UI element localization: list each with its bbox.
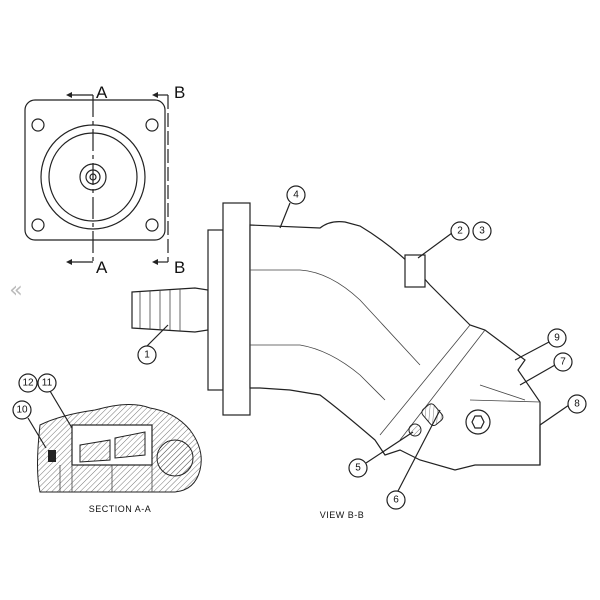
callout-2: 2 <box>450 221 470 241</box>
motor-view-b-b: VIEW B-B <box>131 202 541 520</box>
section-marker-a-top: A <box>96 83 108 102</box>
previous-image-button[interactable]: « <box>6 278 26 304</box>
svg-text:3: 3 <box>479 226 485 237</box>
callout-1: 1 <box>137 345 157 365</box>
callout-5: 5 <box>348 458 368 478</box>
svg-text:9: 9 <box>554 333 560 344</box>
section-caption: SECTION A-A <box>89 504 152 514</box>
callout-12: 12 <box>18 373 38 393</box>
view-caption: VIEW B-B <box>320 510 365 520</box>
svg-text:7: 7 <box>560 357 566 368</box>
svg-text:2: 2 <box>457 226 463 237</box>
callout-9: 9 <box>547 328 567 348</box>
svg-text:1: 1 <box>144 350 150 361</box>
svg-text:4: 4 <box>293 190 299 201</box>
svg-text:12: 12 <box>22 378 34 389</box>
callout-4: 4 <box>286 185 306 205</box>
callout-7: 7 <box>553 352 573 372</box>
svg-text:5: 5 <box>355 463 361 474</box>
leader-lines <box>27 202 570 492</box>
section-marker-b-top: B <box>174 83 185 102</box>
svg-text:8: 8 <box>574 399 580 410</box>
section-a-a: SECTION A-A <box>37 404 202 514</box>
section-marker-b-bottom: B <box>174 258 185 277</box>
callout-11: 11 <box>37 373 57 393</box>
chevron-left-icon: « <box>9 278 23 303</box>
svg-text:6: 6 <box>393 495 399 506</box>
callout-3: 3 <box>472 221 492 241</box>
callout-10: 10 <box>12 400 32 420</box>
callout-8: 8 <box>567 394 587 414</box>
svg-text:11: 11 <box>42 378 53 389</box>
section-marker-a-bottom: A <box>96 258 108 277</box>
end-view: A B A B <box>24 83 185 277</box>
callout-6: 6 <box>386 490 406 510</box>
svg-text:10: 10 <box>16 405 28 416</box>
